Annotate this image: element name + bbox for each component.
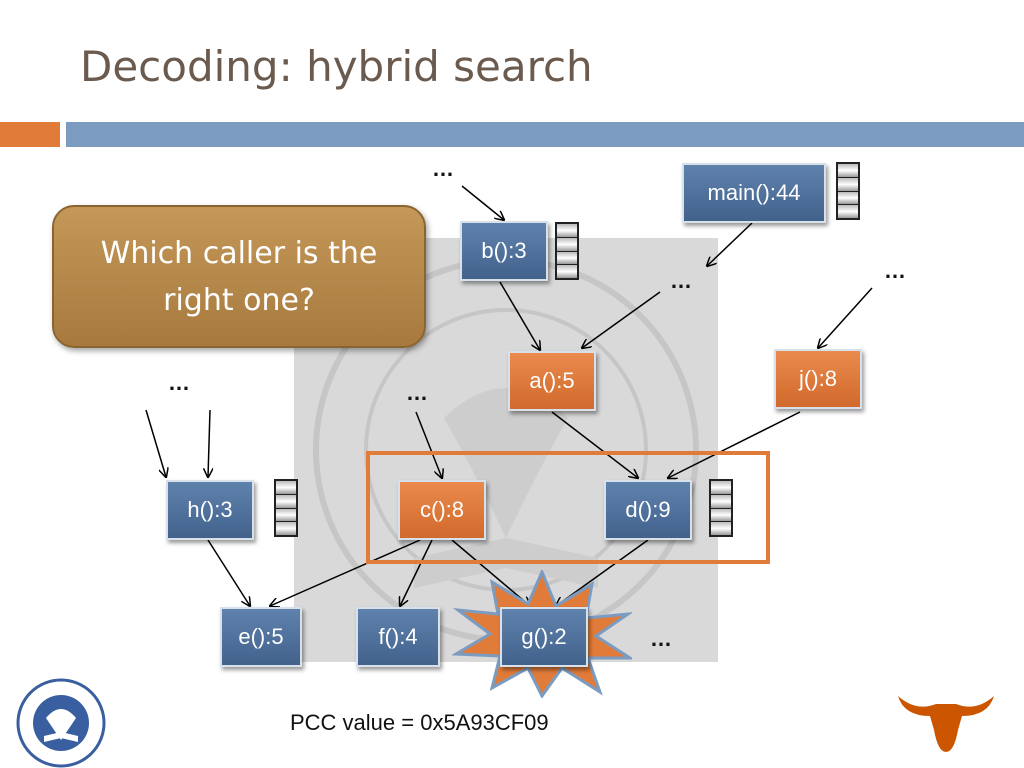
edge-c-to-f [400,539,433,606]
edge-ellipsis-to-h-2 [208,409,210,477]
question-callout: Which caller is the right one? [52,205,426,348]
node-e[interactable]: e():5 [220,607,302,667]
node-c[interactable]: c():8 [398,480,486,540]
edge-b-to-a [499,281,540,350]
edge-ellipsis-to-h-1 [145,409,166,477]
ellipsis-main-caller: … [670,268,692,293]
edge-a-to-d [551,411,638,478]
stack-icon-h [274,479,298,537]
node-h[interactable]: h():3 [166,480,254,540]
edge-ellipsis-to-j [818,287,873,348]
edge-ellipsis-to-a [582,291,661,348]
node-f[interactable]: f():4 [356,607,440,667]
ellipsis-top: … [432,156,454,181]
stack-icon-main [836,162,860,220]
ellipsis-c-caller: … [406,380,428,405]
slide-title: Decoding: hybrid search [80,42,593,91]
stack-icon-d [709,479,733,537]
longhorn-logo [898,696,994,752]
edge-ellipsis-to-b [461,185,504,220]
node-d[interactable]: d():9 [604,480,692,540]
edge-j-to-d [668,411,801,478]
node-a[interactable]: a():5 [508,351,596,411]
header-accent-bar [0,122,60,147]
edge-h-to-e [207,539,250,606]
node-main[interactable]: main():44 [682,163,826,223]
edge-c-to-g [451,539,530,606]
candidate-callers-highlight [366,451,770,564]
node-g[interactable]: g():2 [500,607,588,667]
node-j[interactable]: j():8 [774,349,862,409]
ellipsis-j-caller: … [884,258,906,283]
edge-c-to-e [270,539,421,606]
ellipsis-g-sibling: … [650,626,672,651]
stack-icon-b [555,222,579,280]
header-bar [66,122,1024,147]
node-b[interactable]: b():3 [460,221,548,281]
edge-ellipsis-to-c [415,411,442,478]
ellipsis-h-caller: … [168,370,190,395]
edge-main-to-ellipsis [707,222,753,266]
pcc-value: PCC value = 0x5A93CF09 [290,710,549,735]
tufts-seal-logo [16,678,106,768]
